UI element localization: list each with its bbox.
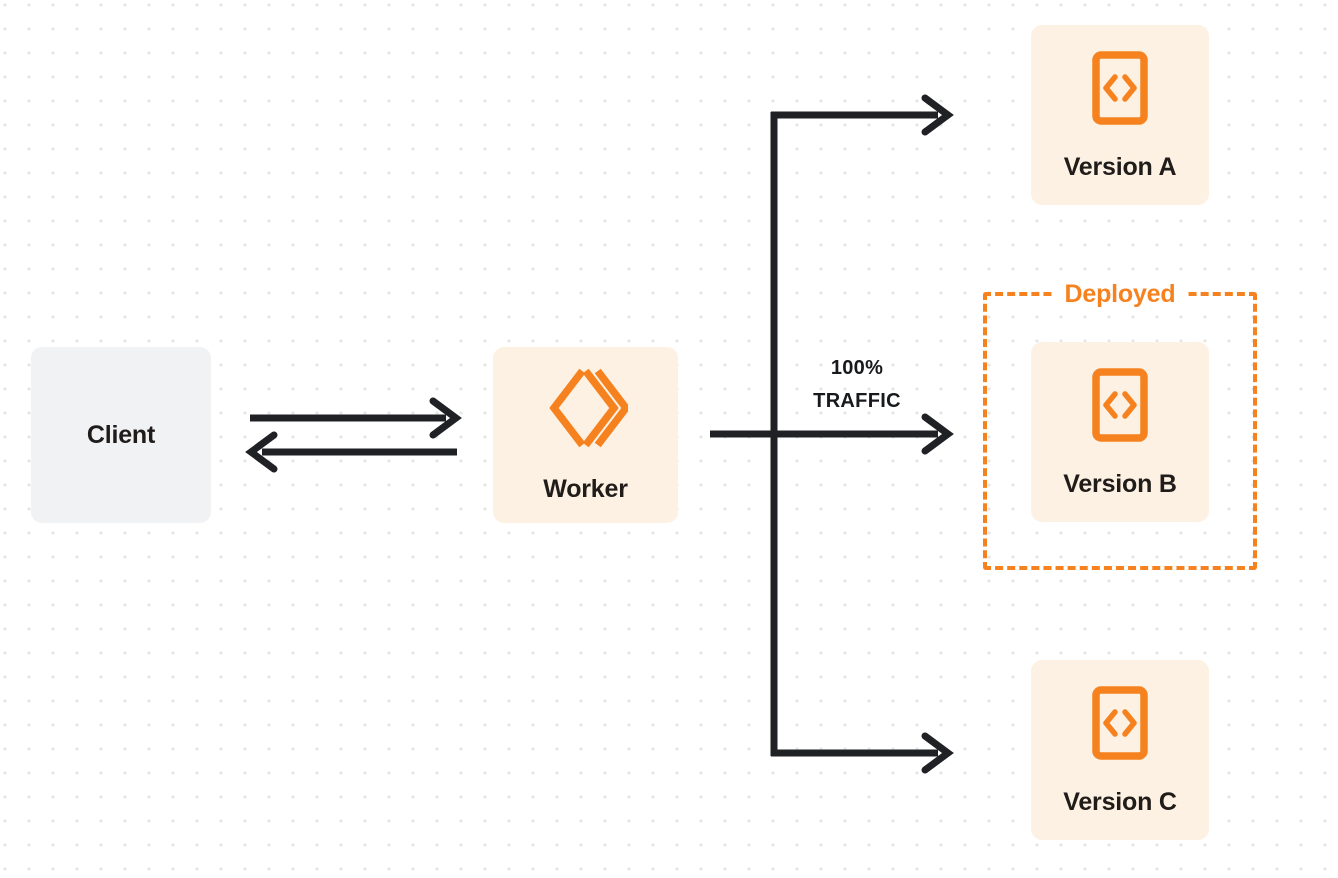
code-document-icon — [1091, 367, 1149, 448]
node-worker-label: Worker — [543, 475, 628, 503]
arrow-right-icon — [921, 94, 954, 136]
arrow-right-icon — [921, 732, 954, 774]
traffic-percentage-label: 100% TRAFFIC — [790, 352, 924, 418]
node-version-a[interactable]: Version A — [1031, 25, 1209, 205]
arrow-left-icon — [245, 431, 278, 473]
group-deployed-label: Deployed — [1052, 282, 1188, 307]
group-deployed: Deployed — [983, 282, 1257, 570]
connector-worker-to-client — [245, 431, 457, 473]
code-document-icon — [1091, 685, 1149, 766]
node-worker[interactable]: Worker — [493, 347, 678, 523]
traffic-percent-caption: TRAFFIC — [813, 390, 901, 412]
arrow-right-icon — [429, 397, 462, 439]
connector-worker-trunk — [710, 112, 778, 756]
node-version-b-label: Version B — [1063, 470, 1177, 498]
connector-worker-to-version-c — [771, 732, 954, 774]
node-client[interactable]: Client — [31, 347, 211, 523]
node-version-c-label: Version C — [1063, 788, 1177, 816]
connector-worker-to-version-b — [774, 413, 954, 455]
node-version-c[interactable]: Version C — [1031, 660, 1209, 840]
connector-client-to-worker — [250, 397, 462, 439]
arrow-right-icon — [921, 413, 954, 455]
node-version-b[interactable]: Version B — [1031, 342, 1209, 522]
traffic-percent-value: 100% — [830, 357, 884, 379]
connector-worker-to-version-a — [771, 94, 954, 136]
cloudflare-workers-logo-icon — [544, 368, 631, 453]
code-document-icon — [1091, 50, 1149, 131]
node-client-label: Client — [86, 420, 156, 449]
node-version-a-label: Version A — [1063, 153, 1177, 181]
